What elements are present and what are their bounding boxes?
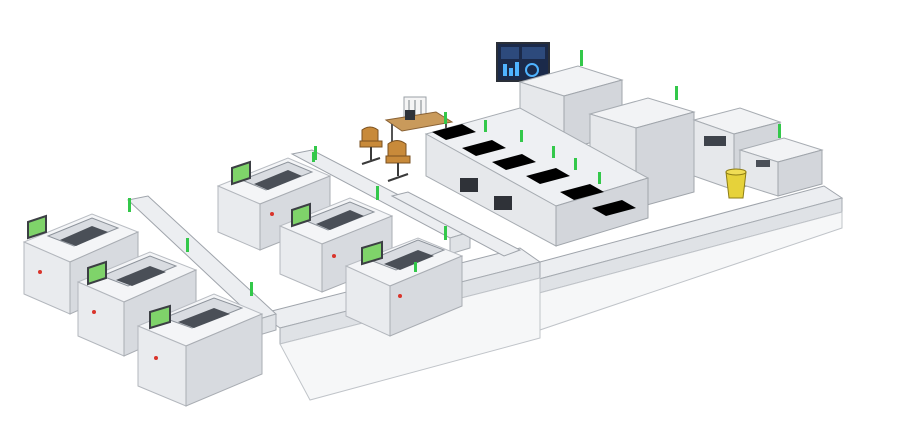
workstation	[359, 96, 454, 182]
chair	[385, 140, 411, 182]
analyzer	[344, 226, 464, 337]
chair	[359, 126, 383, 165]
status-indicators	[312, 152, 417, 272]
module-end-right	[738, 124, 824, 197]
conveyor-track-left	[126, 149, 522, 337]
back-row-modules	[424, 107, 650, 247]
analyzer	[136, 282, 264, 407]
module-hood	[432, 124, 636, 216]
analyzer	[278, 186, 394, 293]
waste-bin	[725, 168, 747, 199]
conveyor-track-right	[508, 185, 844, 335]
